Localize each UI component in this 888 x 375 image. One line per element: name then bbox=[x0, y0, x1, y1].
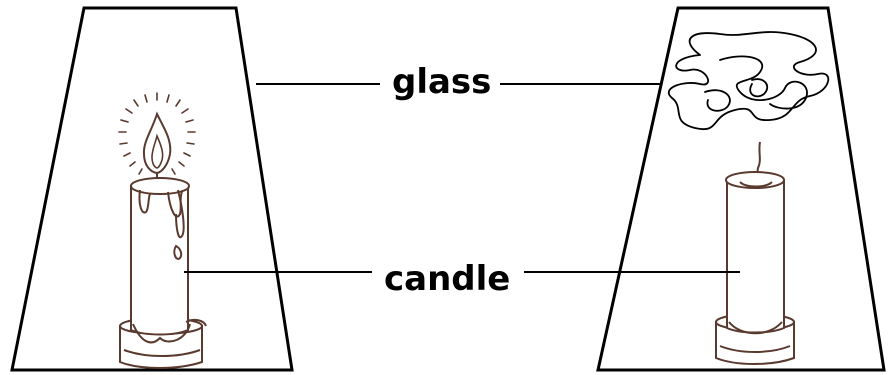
right-candle bbox=[716, 172, 794, 364]
glass-label: glass bbox=[392, 62, 491, 102]
left-scene bbox=[12, 8, 292, 370]
flame-icon bbox=[144, 114, 170, 173]
leader-lines bbox=[184, 84, 740, 272]
right-scene bbox=[598, 8, 884, 370]
smoke-icon bbox=[669, 32, 829, 129]
candle-label: candle bbox=[384, 259, 510, 299]
